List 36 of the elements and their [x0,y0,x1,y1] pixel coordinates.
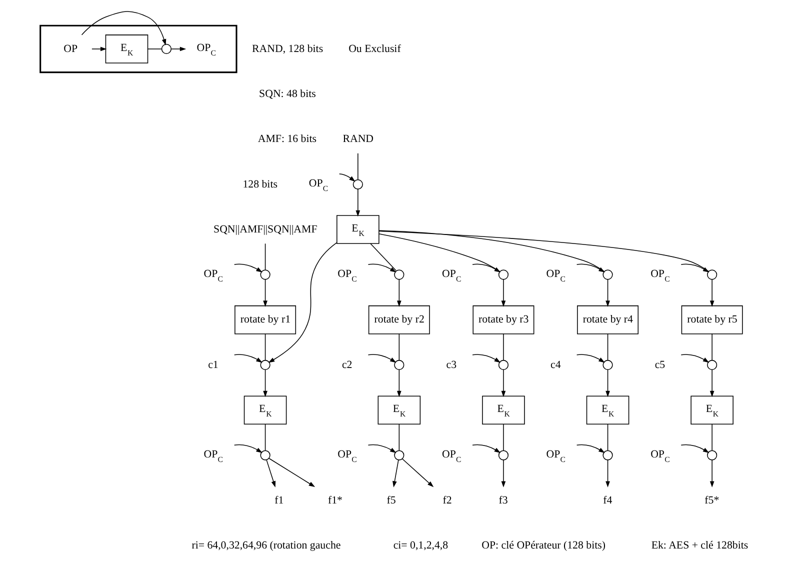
label: ci= 0,1,2,4,8 [392,539,448,552]
node-text: f1 [274,494,284,506]
label: 128 bits [242,178,277,190]
node-text: SQN||AMF||SQN||AMF [213,223,317,236]
label: OP: clé OPérateur (128 bits) [481,539,606,552]
node-text: c2 [341,358,352,371]
node-text: OP$_{C}$ [546,448,565,464]
label: Ek: AES + clé 128bits [650,539,748,552]
node-text: f5* [704,494,719,506]
label: AMF: 16 bits [257,133,316,146]
node-text: OP$_{C}$ [650,268,670,284]
legend-label: Ou Exclusif [348,42,400,55]
label: SQN: 48 bits [258,88,316,100]
node-text: OP$_{C}$ [203,448,222,464]
node-text: OP$_{C}$ [546,268,565,284]
node-text: c1 [208,358,218,371]
label: ri= 64,0,32,64,96 (rotation gauche [191,539,340,552]
node-text: OP$_{C}$ [308,177,328,193]
label: RAND, 128 bits [252,42,323,55]
node-text: f3 [498,494,508,506]
node-text: OP$_{C}$ [337,268,356,284]
node-text: f2 [442,494,452,506]
node-text: f4 [602,494,612,506]
node-text: f1* [327,494,342,506]
node-text: OP$_{C}$ [203,268,222,284]
node-text: c5 [654,358,665,371]
node-text: c4 [550,358,560,371]
node-text: f5 [386,494,396,506]
node-text: OP$_{C}$ [337,448,356,464]
node-text: OP$_{C}$ [650,448,670,464]
node-text: c3 [446,358,456,371]
node-text: RAND [342,133,374,146]
node-text: OP$_{C}$ [196,42,216,58]
node-text: OP [63,42,78,55]
node-text: OP$_{C}$ [441,268,461,284]
node-text: OP$_{C}$ [441,448,461,464]
